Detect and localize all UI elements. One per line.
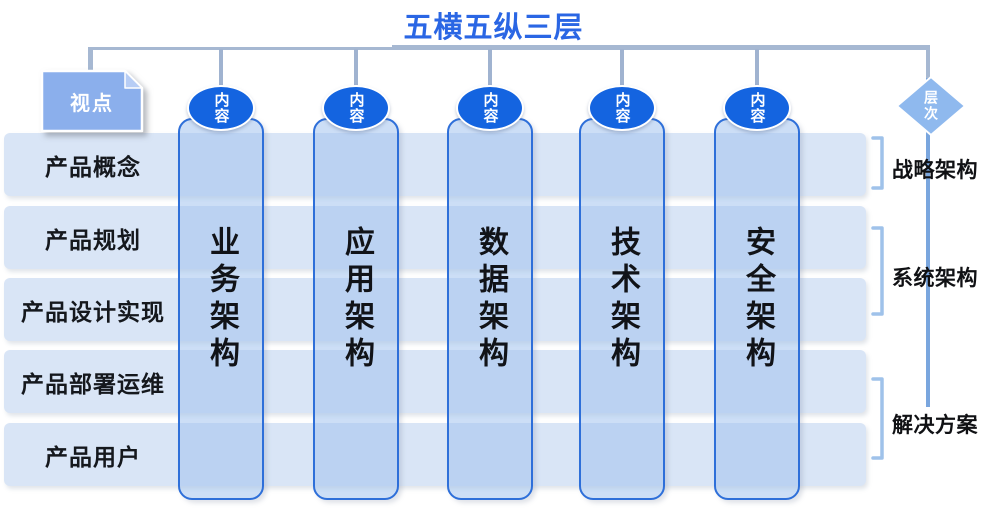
content-ellipse-label: 内容 (347, 92, 365, 124)
layer-label-solution: 解决方案 (892, 414, 978, 437)
folded-corner-shape-icon (40, 69, 144, 133)
column-technology-architecture: 技术架构 (579, 118, 665, 500)
diagram-title: 五横五纵三层 (403, 12, 584, 44)
column-label: 安全架构 (741, 226, 774, 374)
content-ellipse-label: 内容 (613, 92, 631, 124)
connector-drop-column-5 (755, 49, 759, 87)
content-ellipse-1: 内容 (187, 85, 255, 131)
content-ellipse-label: 内容 (748, 92, 766, 124)
viewpoint-badge: 视点 (40, 69, 144, 133)
content-ellipse-4: 内容 (588, 85, 656, 131)
bracket-solution (871, 377, 885, 465)
content-ellipse-label: 内容 (212, 92, 230, 124)
connector-drop-column-2 (354, 49, 358, 87)
connector-drop-column-1 (219, 49, 223, 87)
row-label: 产品部署运维 (21, 370, 165, 397)
connector-drop-column-3 (488, 49, 492, 87)
hierarchy-vertical-line (926, 78, 930, 407)
column-security-architecture: 安全架构 (714, 118, 800, 500)
column-label: 应用架构 (340, 226, 373, 374)
content-ellipse-5: 内容 (723, 85, 791, 131)
layer-label-strategic: 战略架构 (892, 159, 978, 182)
bracket-strategic (871, 136, 885, 195)
column-label: 数据架构 (474, 226, 507, 374)
row-label: 产品概念 (45, 153, 141, 180)
column-application-architecture: 应用架构 (313, 118, 399, 500)
content-ellipse-3: 内容 (456, 85, 524, 131)
row-label: 产品用户 (45, 443, 141, 470)
column-label: 业务架构 (205, 226, 238, 374)
row-label: 产品规划 (45, 226, 141, 253)
connector-drop-hierarchy (926, 47, 930, 80)
connector-drop-viewpoint (88, 47, 93, 71)
content-ellipse-2: 内容 (322, 85, 390, 131)
bracket-system (871, 226, 885, 321)
column-data-architecture: 数据架构 (447, 118, 533, 500)
column-label: 技术架构 (606, 226, 639, 374)
hierarchy-diamond-label: 层次 (923, 90, 939, 122)
hierarchy-diamond: 层次 (895, 75, 967, 137)
top-connector-line-left (88, 47, 392, 50)
row-label: 产品设计实现 (21, 298, 165, 325)
top-connector-line-right (392, 45, 930, 50)
diamond-shape-icon (896, 76, 966, 136)
column-business-architecture: 业务架构 (178, 118, 264, 500)
content-ellipse-label: 内容 (481, 92, 499, 124)
viewpoint-badge-label: 视点 (70, 92, 114, 115)
connector-drop-column-4 (620, 49, 624, 87)
layer-label-system: 系统架构 (892, 267, 978, 290)
